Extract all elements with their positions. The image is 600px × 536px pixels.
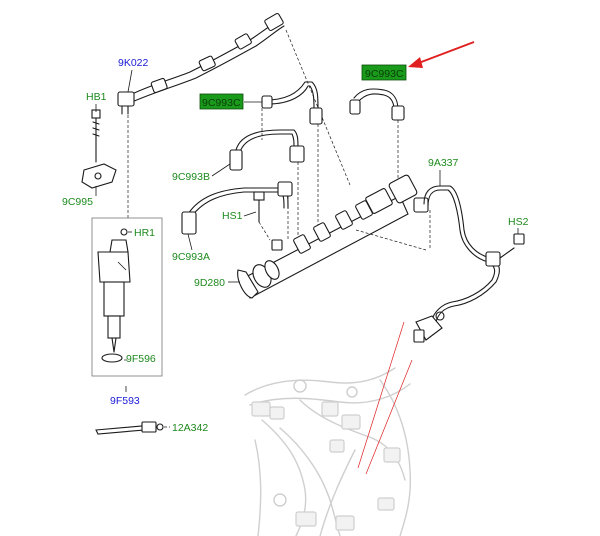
label-9a337: 9A337: [428, 157, 459, 169]
label-9c993b: 9C993B: [172, 171, 210, 183]
label-12a342: 12A342: [172, 422, 208, 434]
glow-plug-part: [95, 421, 170, 435]
fuel-return-pipe-part: [413, 185, 501, 343]
label-leaders: [95, 69, 519, 392]
label-9c993c-left: 9C993C: [202, 97, 241, 109]
label-9c995: 9C995: [62, 196, 93, 208]
fuel-rail-part: [237, 174, 429, 299]
label-9c993a: 9C993A: [172, 251, 210, 263]
fuel-injector-part: [97, 228, 131, 363]
label-9c993c-top: 9C993C: [365, 68, 404, 80]
engine-harness-background: [244, 367, 412, 536]
label-9k022: 9K022: [118, 57, 149, 69]
label-hb1: HB1: [86, 91, 107, 103]
label-9c993c-top-box: [361, 64, 407, 81]
harness-pointer-line: [365, 359, 413, 475]
rail-bolt-hs1-part: [253, 191, 271, 241]
label-hr1: HR1: [134, 227, 155, 239]
label-hs1: HS1: [222, 210, 243, 222]
label-9f593: 9F593: [110, 395, 140, 407]
label-9f596: 9F596: [126, 353, 156, 365]
label-hs2: HS2: [508, 216, 529, 228]
injector-assembly-box: [91, 217, 163, 377]
injector-clamp-bolt-part: [81, 109, 117, 189]
fuel-pipe-9c993c-right-part: [349, 88, 405, 121]
injector-harness-part: [117, 12, 351, 220]
red-arrow-icon: [408, 41, 475, 68]
fuel-pipe-9c993b-part: [229, 129, 305, 171]
fuel-pipe-9c993c-upper-part: [261, 81, 323, 125]
pipe-bolt-hs2-part: [499, 233, 525, 259]
label-9d280: 9D280: [194, 277, 225, 289]
harness-pointer-line: [357, 321, 405, 469]
label-9c993c-left-box: [199, 93, 244, 110]
fuel-pipe-9c993a-part: [181, 181, 293, 235]
